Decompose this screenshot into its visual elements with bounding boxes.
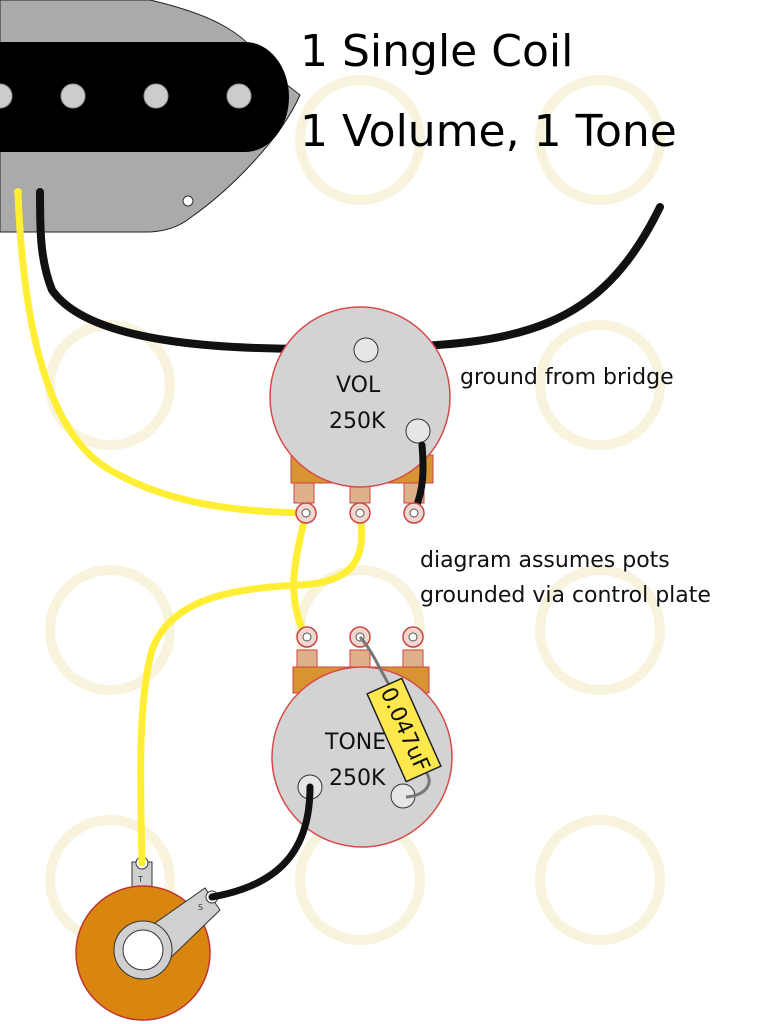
volume-pot: VOL 250K [269,306,451,504]
tone-lug-1-hole [302,632,312,642]
hot-wires [14,188,366,867]
volume-pot-value: 250K [329,409,386,434]
mounting-hole [182,195,194,207]
capacitor-body [366,677,442,783]
pickup-to-volume-input-wire [14,188,310,517]
volume-lug-1-hole [301,508,311,518]
assumption-note-line-1: diagram assumes pots [420,548,670,573]
jack-tip-label: T [137,875,143,884]
volume-lugs [295,502,425,524]
volume-lug-3-hole [409,508,419,518]
output-jack: T S [75,856,221,1021]
jack-center-hole [122,929,164,971]
pole-piece [60,83,86,109]
pole-piece [226,83,252,109]
bridge-ground-wire [36,188,664,353]
tone-pot-value: 250K [329,766,386,791]
watermark-logos [45,75,665,945]
title-line-1: 1 Single Coil [300,26,573,77]
volume-pot-label: VOL [336,373,381,398]
volume-input-to-tone-wire [290,509,310,641]
title-line-2: 1 Volume, 1 Tone [300,106,677,157]
pole-piece [0,83,13,109]
single-coil-pickup [0,0,301,233]
volume-lug-tab-1 [293,482,315,504]
volume-lug-2-hole [355,508,365,518]
volume-back-solder-point [405,418,431,444]
ground-note: ground from bridge [460,365,674,390]
volume-output-to-jack-wire [137,509,366,867]
volume-ground-solder-point [353,337,379,363]
assumption-note-line-2: grounded via control plate [420,583,711,608]
jack-sleeve-label: S [198,903,203,912]
tone-lug-3-hole [408,632,418,642]
volume-pot-body [269,306,451,488]
pole-piece [143,83,169,109]
tone-pot-label: TONE [324,730,386,755]
pole-pieces [0,83,252,109]
tone-back-to-jack-sleeve-wire [208,783,314,901]
tone-lugs [296,626,424,648]
